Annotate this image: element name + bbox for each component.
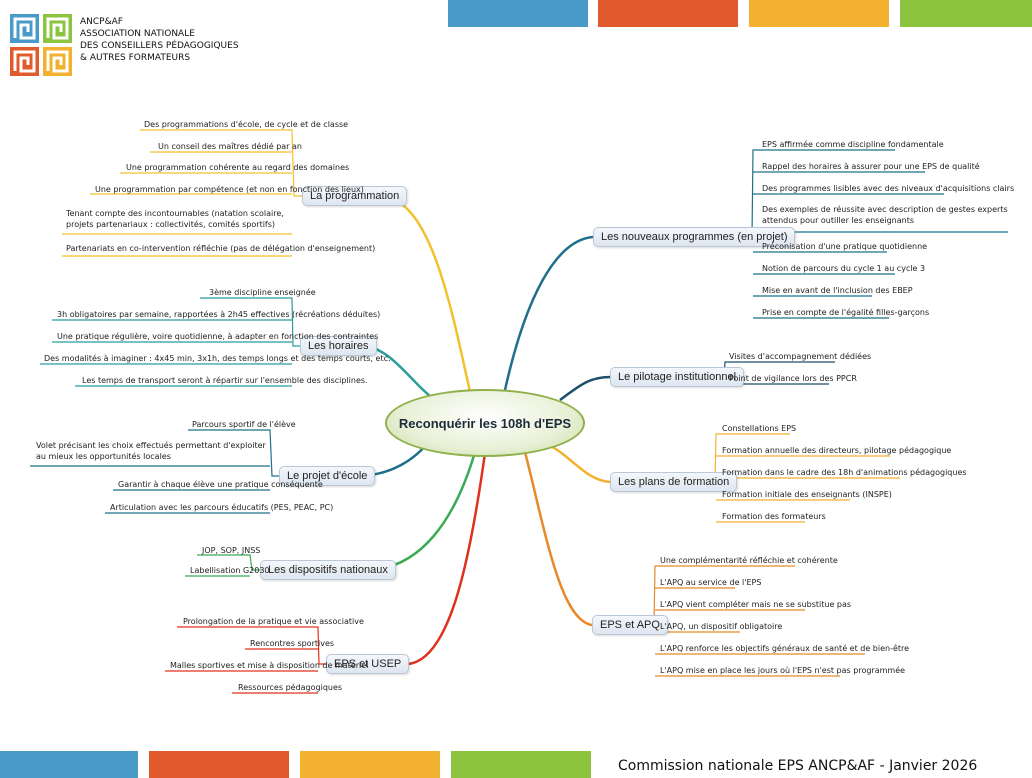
bottom-bar-yellow	[300, 751, 440, 778]
leaf-formation: Formation des formateurs	[722, 512, 826, 521]
leaf-programmation: Des programmations d'école, de cycle et …	[144, 120, 349, 129]
branch-nouveaux-programmes[interactable]: Les nouveaux programmes (en projet)	[593, 227, 796, 247]
leaf-usep: Prolongation de la pratique et vie assoc…	[183, 617, 364, 626]
branch-eps-usep[interactable]: EPS et USEP	[326, 654, 410, 674]
leaf-horaires: Une pratique régulière, voire quotidienn…	[57, 332, 379, 341]
connector-nouveaux	[503, 235, 594, 391]
branch-projet-ecole[interactable]: Le projet d'école	[279, 466, 376, 486]
leaf-pilotage: Visites d'accompagnement dédiées	[729, 352, 872, 361]
leaf-horaires: Des modalités à imaginer : 4x45 min, 3x1…	[44, 354, 391, 363]
branch-eps-apq[interactable]: EPS et APQ	[592, 615, 668, 635]
branch-programmation[interactable]: La programmation	[302, 186, 408, 206]
branch-plans-formation[interactable]: Les plans de formation	[610, 472, 738, 492]
leaf-apq: L'APQ vient compléter mais ne se substit…	[660, 600, 852, 609]
leaf-nouveaux-programmes: Rappel des horaires à assurer pour une E…	[762, 162, 980, 171]
leaf-nouveaux-programmes: Notion de parcours du cycle 1 au cycle 3	[762, 264, 926, 273]
leaf-projet-ecole: Garantir à chaque élève une pratique con…	[118, 480, 323, 489]
leaf-formation: Constellations EPS	[722, 424, 797, 433]
org-line: ANCP&AF	[80, 17, 123, 27]
leaf-usep: Ressources pédagogiques	[238, 683, 343, 692]
connector-pilotage	[559, 375, 611, 401]
leaf-dispositifs: Labellisation G2030	[190, 566, 270, 575]
leaf-apq: L'APQ au service de l'EPS	[660, 578, 762, 587]
ancpaf-logo	[10, 14, 72, 76]
org-line: ASSOCIATION NATIONALE	[80, 29, 195, 39]
connector-dispositifs	[365, 451, 477, 572]
leaf-apq: Une complémentarité réfléchie et cohéren…	[660, 556, 838, 565]
connector-apq	[523, 451, 593, 627]
leaf-pilotage: Point de vigilance lors des PPCR	[729, 374, 857, 383]
leaf-nouveaux-programmes: EPS affirmée comme discipline fondamenta…	[762, 140, 944, 149]
leaf-programmation: Une programmation par compétence (et non…	[95, 185, 364, 194]
connector-programmation	[385, 195, 472, 393]
bottom-bar-green	[451, 751, 591, 778]
leaf-nouveaux-programmes: Prise en compte de l'égalité filles-garç…	[762, 308, 930, 317]
leaf-apq: L'APQ renforce les objectifs généraux de…	[660, 644, 910, 653]
connector-formation	[549, 444, 611, 484]
leaf-horaires: Les temps de transport seront à répartir…	[82, 376, 368, 385]
bottom-bar-orange	[149, 751, 289, 778]
leaf-programmation: Tenant compte des incontournables (natat…	[66, 209, 284, 229]
leaf-usep: Rencontres sportives	[250, 639, 335, 648]
central-topic[interactable]: Reconquérir les 108h d'EPS	[385, 389, 585, 457]
leaf-programmation: Un conseil des maîtres dédié par an	[158, 142, 302, 151]
top-bar-yellow	[749, 0, 889, 27]
leaf-projet-ecole: Volet précisant les choix effectués perm…	[36, 441, 266, 461]
leaf-apq: L'APQ mise en place les jours où l'EPS n…	[660, 666, 906, 675]
leaf-formation: Formation annuelle des directeurs, pilot…	[722, 446, 952, 455]
leaf-dispositifs: JOP, SOP, JNSS	[202, 546, 261, 555]
leaf-projet-ecole: Parcours sportif de l'élève	[192, 420, 296, 429]
organization-name: ANCP&AF ASSOCIATION NATIONALE DES CONSEI…	[80, 16, 239, 64]
leaf-usep: Malles sportives et mise à disposition d…	[170, 661, 369, 670]
leaf-horaires: 3h obligatoires par semaine, rapportées …	[57, 310, 381, 319]
top-bar-blue	[448, 0, 588, 27]
leaf-nouveaux-programmes: Préconisation d'une pratique quotidienne	[762, 242, 928, 251]
branch-pilotage-institutionnel[interactable]: Le pilotage institutionnel	[610, 367, 745, 387]
top-bar-green	[900, 0, 1032, 27]
top-bar-orange	[598, 0, 738, 27]
connector-usep	[407, 452, 487, 666]
leaf-horaires: 3ème discipline enseignée	[209, 288, 316, 297]
leaf-nouveaux-programmes: Des programmes lisibles avec des niveaux…	[762, 184, 1015, 193]
leaf-programmation: Une programmation cohérente au regard de…	[126, 163, 350, 172]
bottom-bar-blue	[0, 751, 138, 778]
leaf-formation: Formation initiale des enseignants (INSP…	[722, 490, 892, 499]
org-line: DES CONSEILLERS PÉDAGOGIQUES	[80, 41, 239, 51]
branch-dispositifs-nationaux[interactable]: Les dispositifs nationaux	[260, 560, 396, 580]
leaf-nouveaux-programmes: Des exemples de réussite avec descriptio…	[762, 205, 1008, 225]
leaf-nouveaux-programmes: Mise en avant de l'inclusion des EBEP	[762, 286, 913, 295]
branch-horaires[interactable]: Les horaires	[300, 336, 377, 356]
leaf-formation: Formation dans le cadre des 18h d'animat…	[722, 468, 967, 477]
leaf-programmation: Partenariats en co-intervention réfléchi…	[66, 244, 376, 253]
org-line: & AUTRES FORMATEURS	[80, 53, 191, 63]
footer-caption: Commission nationale EPS ANCP&AF - Janvi…	[618, 758, 978, 774]
leaf-projet-ecole: Articulation avec les parcours éducatifs…	[110, 503, 334, 512]
leaf-apq: L'APQ, un dispositif obligatoire	[660, 622, 783, 631]
